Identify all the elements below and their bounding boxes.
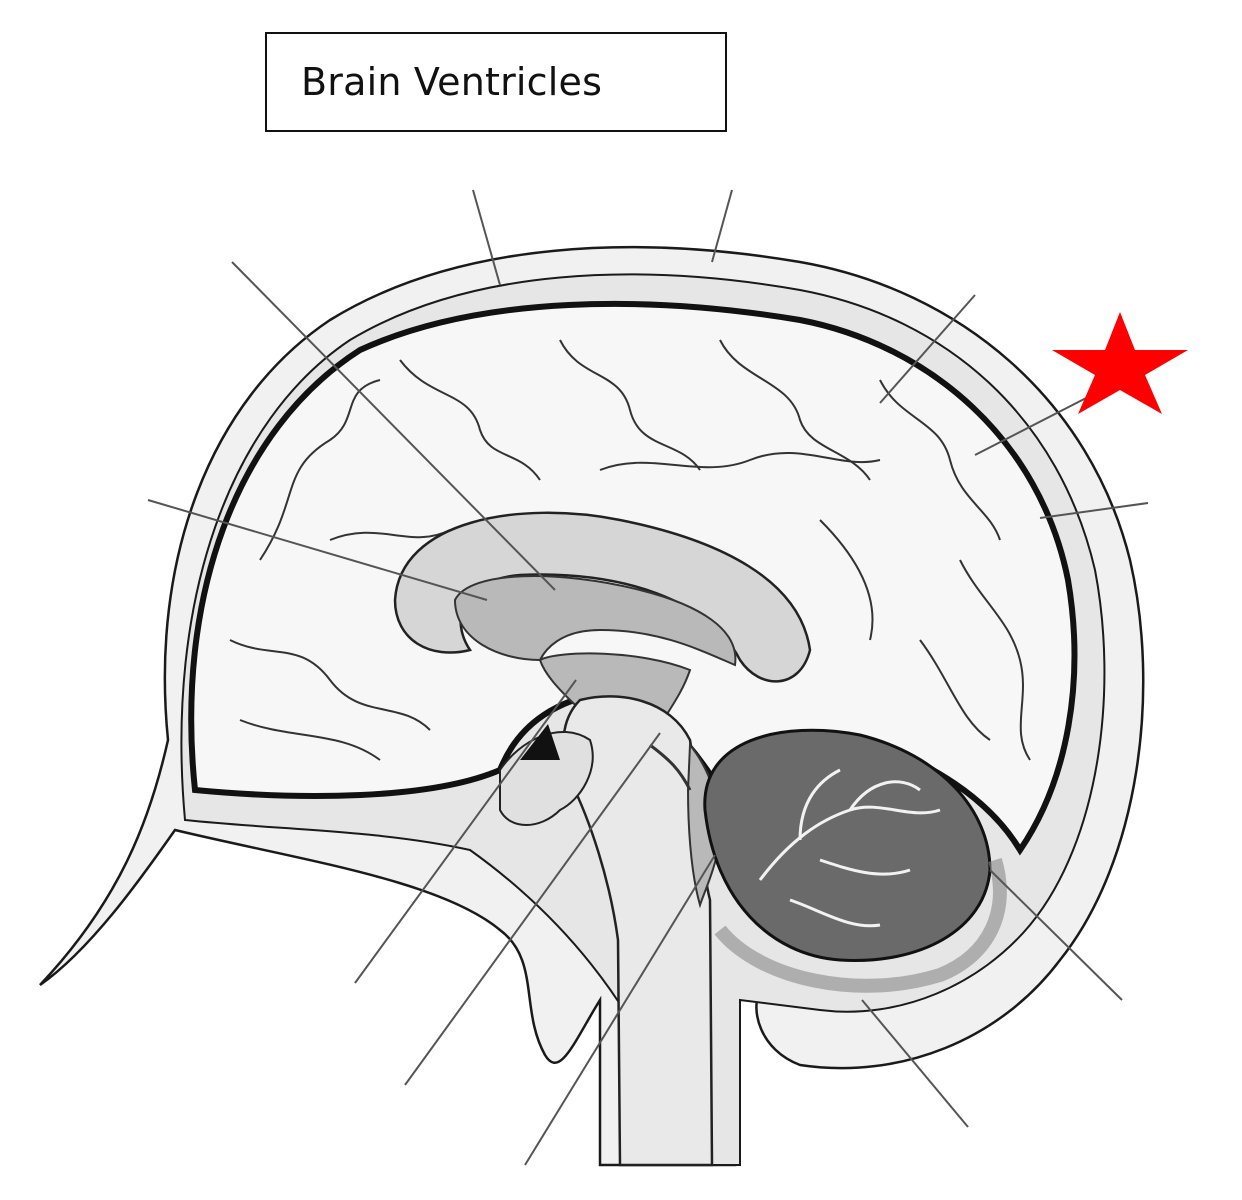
red-star-marker xyxy=(1052,312,1188,414)
leader-line-11 xyxy=(989,869,1123,1001)
label-leader-lines xyxy=(147,189,1149,1166)
leader-line-10 xyxy=(524,854,716,1166)
leader-line-3 xyxy=(231,261,556,591)
title-box: Brain Ventricles xyxy=(265,32,727,132)
leader-line-2 xyxy=(711,189,733,263)
leader-line-6 xyxy=(147,499,488,601)
leader-line-8 xyxy=(354,679,577,984)
arbor-vitae xyxy=(758,768,941,928)
leader-line-7 xyxy=(1039,502,1149,519)
leader-line-12 xyxy=(861,999,969,1128)
corpus-callosum xyxy=(393,511,812,683)
leader-line-5 xyxy=(974,394,1093,456)
cerebral-aqueduct xyxy=(649,743,692,791)
cerebellum-cortex xyxy=(714,857,1007,993)
diagram-title: Brain Ventricles xyxy=(301,60,603,104)
leader-line-1 xyxy=(472,189,501,286)
lateral-ventricle xyxy=(453,575,737,667)
leader-line-4 xyxy=(879,294,976,404)
optic-chiasm xyxy=(520,724,560,760)
gyri xyxy=(229,339,1031,761)
leader-line-9 xyxy=(404,732,661,1086)
